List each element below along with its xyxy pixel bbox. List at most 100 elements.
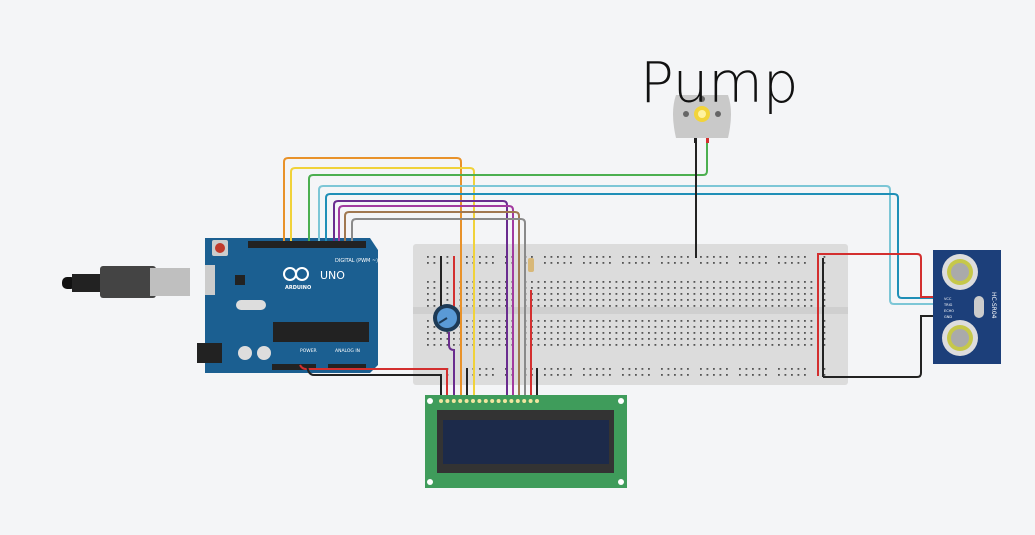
breadboard-hole[interactable]: [693, 344, 696, 346]
breadboard-hole[interactable]: [498, 326, 501, 328]
breadboard-hole[interactable]: [557, 344, 559, 346]
breadboard-hole[interactable]: [576, 344, 579, 346]
breadboard-hole[interactable]: [713, 287, 715, 289]
breadboard-hole[interactable]: [628, 287, 631, 289]
breadboard-hole[interactable]: [544, 293, 546, 295]
breadboard-hole[interactable]: [609, 326, 611, 328]
breadboard-hole[interactable]: [615, 332, 618, 334]
breadboard-hole[interactable]: [778, 344, 780, 346]
breadboard-hole[interactable]: [576, 305, 579, 307]
breadboard-hole[interactable]: [739, 281, 741, 283]
breadboard-hole[interactable]: [680, 262, 683, 264]
breadboard-hole[interactable]: [505, 338, 507, 340]
breadboard-hole[interactable]: [446, 338, 449, 340]
breadboard-hole[interactable]: [765, 256, 767, 258]
breadboard-hole[interactable]: [687, 287, 689, 289]
breadboard-hole[interactable]: [674, 299, 676, 301]
breadboard-hole[interactable]: [544, 332, 546, 334]
breadboard-hole[interactable]: [791, 332, 793, 334]
breadboard-hole[interactable]: [693, 287, 696, 289]
breadboard-hole[interactable]: [726, 287, 728, 289]
breadboard-hole[interactable]: [550, 332, 553, 334]
breadboard-hole[interactable]: [602, 293, 605, 295]
breadboard-hole[interactable]: [440, 332, 442, 334]
breadboard-hole[interactable]: [784, 338, 787, 340]
breadboard-hole[interactable]: [797, 338, 800, 340]
breadboard-hole[interactable]: [693, 299, 696, 301]
breadboard-hole[interactable]: [589, 256, 592, 258]
breadboard-hole[interactable]: [654, 338, 657, 340]
breadboard-hole[interactable]: [583, 281, 585, 283]
breadboard-hole[interactable]: [810, 326, 813, 328]
breadboard-hole[interactable]: [661, 287, 663, 289]
breadboard-hole[interactable]: [661, 262, 663, 264]
breadboard-hole[interactable]: [635, 299, 637, 301]
breadboard-hole[interactable]: [492, 332, 494, 334]
lcd-pin[interactable]: [528, 399, 533, 403]
breadboard-hole[interactable]: [505, 326, 507, 328]
lcd-pin[interactable]: [483, 399, 488, 403]
breadboard-hole[interactable]: [706, 326, 709, 328]
breadboard-hole[interactable]: [446, 299, 449, 301]
breadboard-hole[interactable]: [641, 305, 644, 307]
breadboard-hole[interactable]: [583, 344, 585, 346]
breadboard-hole[interactable]: [563, 293, 566, 295]
breadboard-hole[interactable]: [674, 338, 676, 340]
breadboard-hole[interactable]: [479, 256, 481, 258]
lcd-pin[interactable]: [515, 399, 520, 403]
breadboard-hole[interactable]: [804, 256, 806, 258]
breadboard-hole[interactable]: [505, 320, 507, 322]
breadboard-hole[interactable]: [674, 305, 676, 307]
breadboard-hole[interactable]: [713, 262, 715, 264]
breadboard-hole[interactable]: [622, 293, 624, 295]
breadboard-hole[interactable]: [719, 299, 722, 301]
breadboard-hole[interactable]: [823, 344, 826, 346]
breadboard-hole[interactable]: [648, 281, 650, 283]
breadboard-hole[interactable]: [622, 368, 624, 370]
breadboard-hole[interactable]: [739, 299, 741, 301]
breadboard-hole[interactable]: [797, 256, 800, 258]
breadboard-hole[interactable]: [732, 326, 735, 328]
breadboard-hole[interactable]: [700, 344, 702, 346]
breadboard-hole[interactable]: [667, 299, 670, 301]
breadboard-hole[interactable]: [550, 256, 553, 258]
breadboard-hole[interactable]: [550, 299, 553, 301]
breadboard-hole[interactable]: [557, 332, 559, 334]
breadboard-hole[interactable]: [576, 326, 579, 328]
breadboard-hole[interactable]: [550, 281, 553, 283]
breadboard-hole[interactable]: [433, 256, 436, 258]
breadboard-hole[interactable]: [628, 305, 631, 307]
breadboard-hole[interactable]: [544, 374, 546, 376]
breadboard-hole[interactable]: [570, 293, 572, 295]
breadboard-hole[interactable]: [700, 332, 702, 334]
breadboard-hole[interactable]: [752, 281, 754, 283]
breadboard-hole[interactable]: [466, 281, 468, 283]
breadboard-hole[interactable]: [453, 344, 455, 346]
breadboard-hole[interactable]: [823, 320, 826, 322]
breadboard-hole[interactable]: [667, 344, 670, 346]
breadboard-hole[interactable]: [791, 262, 793, 264]
breadboard-hole[interactable]: [615, 299, 618, 301]
breadboard-hole[interactable]: [732, 293, 735, 295]
breadboard-hole[interactable]: [680, 281, 683, 283]
breadboard-hole[interactable]: [713, 344, 715, 346]
breadboard-hole[interactable]: [433, 293, 436, 295]
breadboard-hole[interactable]: [544, 368, 546, 370]
breadboard-hole[interactable]: [583, 374, 585, 376]
breadboard-hole[interactable]: [466, 262, 468, 264]
breadboard-hole[interactable]: [687, 326, 689, 328]
breadboard-hole[interactable]: [732, 338, 735, 340]
breadboard-hole[interactable]: [810, 281, 813, 283]
breadboard-hole[interactable]: [641, 344, 644, 346]
breadboard-hole[interactable]: [433, 287, 436, 289]
breadboard-hole[interactable]: [687, 374, 689, 376]
breadboard-hole[interactable]: [648, 287, 650, 289]
breadboard-hole[interactable]: [596, 262, 598, 264]
breadboard-hole[interactable]: [609, 344, 611, 346]
breadboard-hole[interactable]: [563, 332, 566, 334]
breadboard-hole[interactable]: [719, 374, 722, 376]
breadboard-hole[interactable]: [791, 344, 793, 346]
breadboard-hole[interactable]: [687, 338, 689, 340]
breadboard-hole[interactable]: [752, 262, 754, 264]
breadboard-hole[interactable]: [810, 332, 813, 334]
